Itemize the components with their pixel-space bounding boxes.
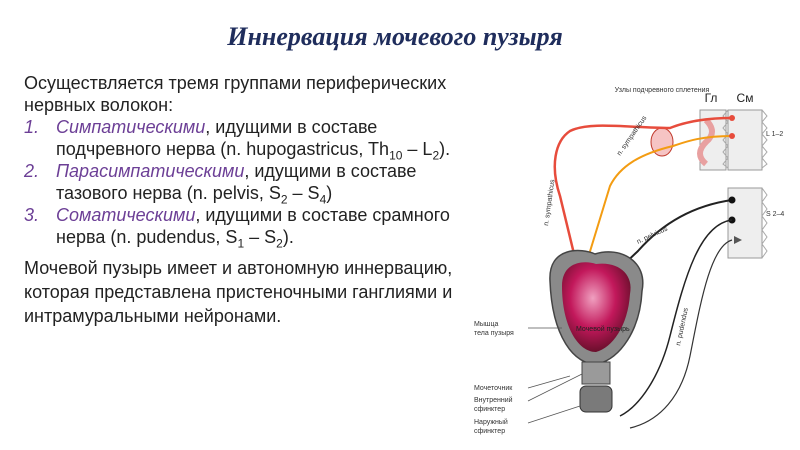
pointer-line [527, 373, 583, 402]
item-text: – S [244, 227, 277, 247]
slide-title: Иннервация мочевого пузыря [227, 22, 563, 51]
outer-sphincter-label-line2: сфинктер [474, 428, 505, 435]
segment-s-label: S 2–4 [766, 211, 784, 218]
pointer-line [527, 375, 571, 389]
pelvicus-label: n. pelvicus [636, 225, 669, 246]
list-item-somatic: 3. Соматическими, идущими в составе срамн… [24, 204, 469, 251]
muscle-label-line2: тела пузыря [474, 330, 514, 337]
text-block: Осуществляется тремя группами перифериче… [24, 72, 469, 328]
item-term: Соматическими [56, 205, 196, 225]
inner-sphincter-label-line1: Внутренний [474, 396, 513, 404]
outer-sphincter [579, 385, 613, 413]
list-item-sympathetic: 1. Симпатическими, идущими в составе подч… [24, 116, 469, 163]
item-text: – L [402, 139, 433, 159]
inner-sphincter-label-line2: сфинктер [474, 406, 505, 413]
sympathicus-label-2: n. sympathicus [616, 114, 649, 157]
item-number: 2. [24, 161, 40, 181]
innervation-diagram: Узлы подчревного сплетения Гл См L 1–2 S… [470, 76, 788, 446]
item-text: , идущими в составе тазового нерва (n. p… [56, 161, 417, 203]
item-text: ) [326, 183, 333, 203]
zigzag-edge [761, 109, 768, 169]
bladder-lumen [562, 262, 631, 352]
pointer-line [527, 405, 581, 424]
subscript: 2 [276, 236, 283, 251]
item-text: , идущими в составе подчревного нерва (n… [56, 117, 390, 159]
zigzag-edge [722, 109, 729, 169]
pelvic-nerve [619, 199, 733, 269]
intro-text: Осуществляется тремя группами перифериче… [24, 73, 447, 115]
segment-marker [734, 236, 742, 244]
ureter-label: Мочеточник [474, 385, 513, 392]
sympathicus-label-1: n. sympathicus [543, 179, 556, 227]
ganglion-chain [697, 117, 715, 167]
item-text: , идущими в составе срамного нерва (n. p… [56, 205, 450, 247]
subscript: 4 [319, 192, 327, 207]
neuron-dot [728, 196, 736, 204]
subscript: 10 [389, 148, 403, 163]
ganglia-label: Узлы подчревного сплетения [615, 87, 710, 94]
subscript: 2 [280, 192, 288, 207]
outer-sphincter-label-line1: Наружный [474, 418, 508, 426]
sm-label: См [737, 91, 754, 105]
bladder-label: Мочевой пузырь [576, 325, 630, 333]
sympathetic-nerve [553, 116, 733, 259]
inner-sphincter [581, 361, 611, 385]
segment-l-label: L 1–2 [766, 131, 783, 138]
item-text: – S [287, 183, 320, 203]
zigzag-edge [761, 187, 768, 259]
pudendal-nerve [619, 219, 733, 417]
item-number: 1. [24, 117, 40, 137]
item-text: ). [439, 139, 451, 159]
item-term: Парасимпатическими [56, 161, 245, 181]
item-text: ). [282, 227, 294, 247]
neuron-dot [729, 133, 735, 139]
item-term: Симпатическими [56, 117, 206, 137]
list-item-parasympathetic: 2. Парасимпатическими, идущими в составе … [24, 160, 469, 207]
pudendus-label: n. pudendus [675, 307, 690, 347]
subscript: 1 [237, 236, 245, 251]
item-number: 3. [24, 205, 40, 225]
subscript: 2 [432, 148, 440, 163]
pudendal-nerve-2 [629, 239, 733, 429]
sympathetic-nerve-2 [587, 135, 733, 259]
gl-label: Гл [705, 91, 718, 105]
neuron-dot [729, 115, 735, 121]
autonomous-note: Мочевой пузырь имеет и автономную иннерв… [24, 258, 453, 326]
muscle-label-line1: Мышца [474, 321, 498, 328]
diagram-svg: Узлы подчревного сплетения Гл См L 1–2 S… [474, 87, 784, 435]
